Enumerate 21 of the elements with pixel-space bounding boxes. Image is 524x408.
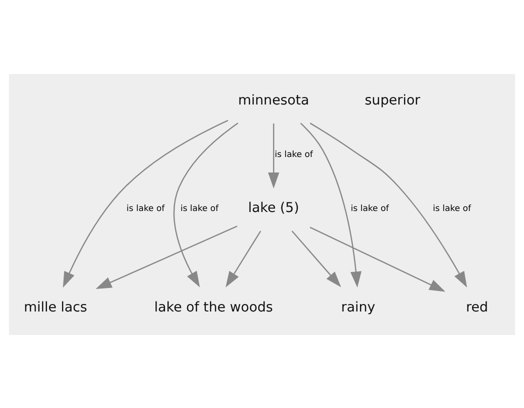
- node-text: red: [466, 298, 488, 315]
- arrow: [268, 123, 280, 188]
- node-text: minnesota: [238, 92, 310, 108]
- node-text: superior: [364, 92, 420, 108]
- arrow: [300, 122, 362, 288]
- node-text: mille lacs: [24, 298, 88, 315]
- arrow: [310, 122, 468, 287]
- edge-label: is lake of: [126, 203, 165, 214]
- node-text: lake (5): [248, 200, 300, 216]
- arrow: [310, 226, 446, 292]
- edge-label: is lake of: [432, 203, 471, 214]
- arrow: [62, 119, 228, 288]
- arrow: [292, 230, 342, 287]
- arrow: [96, 225, 238, 288]
- edge-label: is lake of: [350, 203, 389, 214]
- edge-label: is lake of: [180, 203, 219, 214]
- arrow: [173, 122, 238, 287]
- arrow: [226, 230, 262, 287]
- node-text: lake of the woods: [154, 298, 273, 315]
- edge-label: is lake of: [274, 149, 313, 160]
- node-text: rainy: [341, 298, 376, 315]
